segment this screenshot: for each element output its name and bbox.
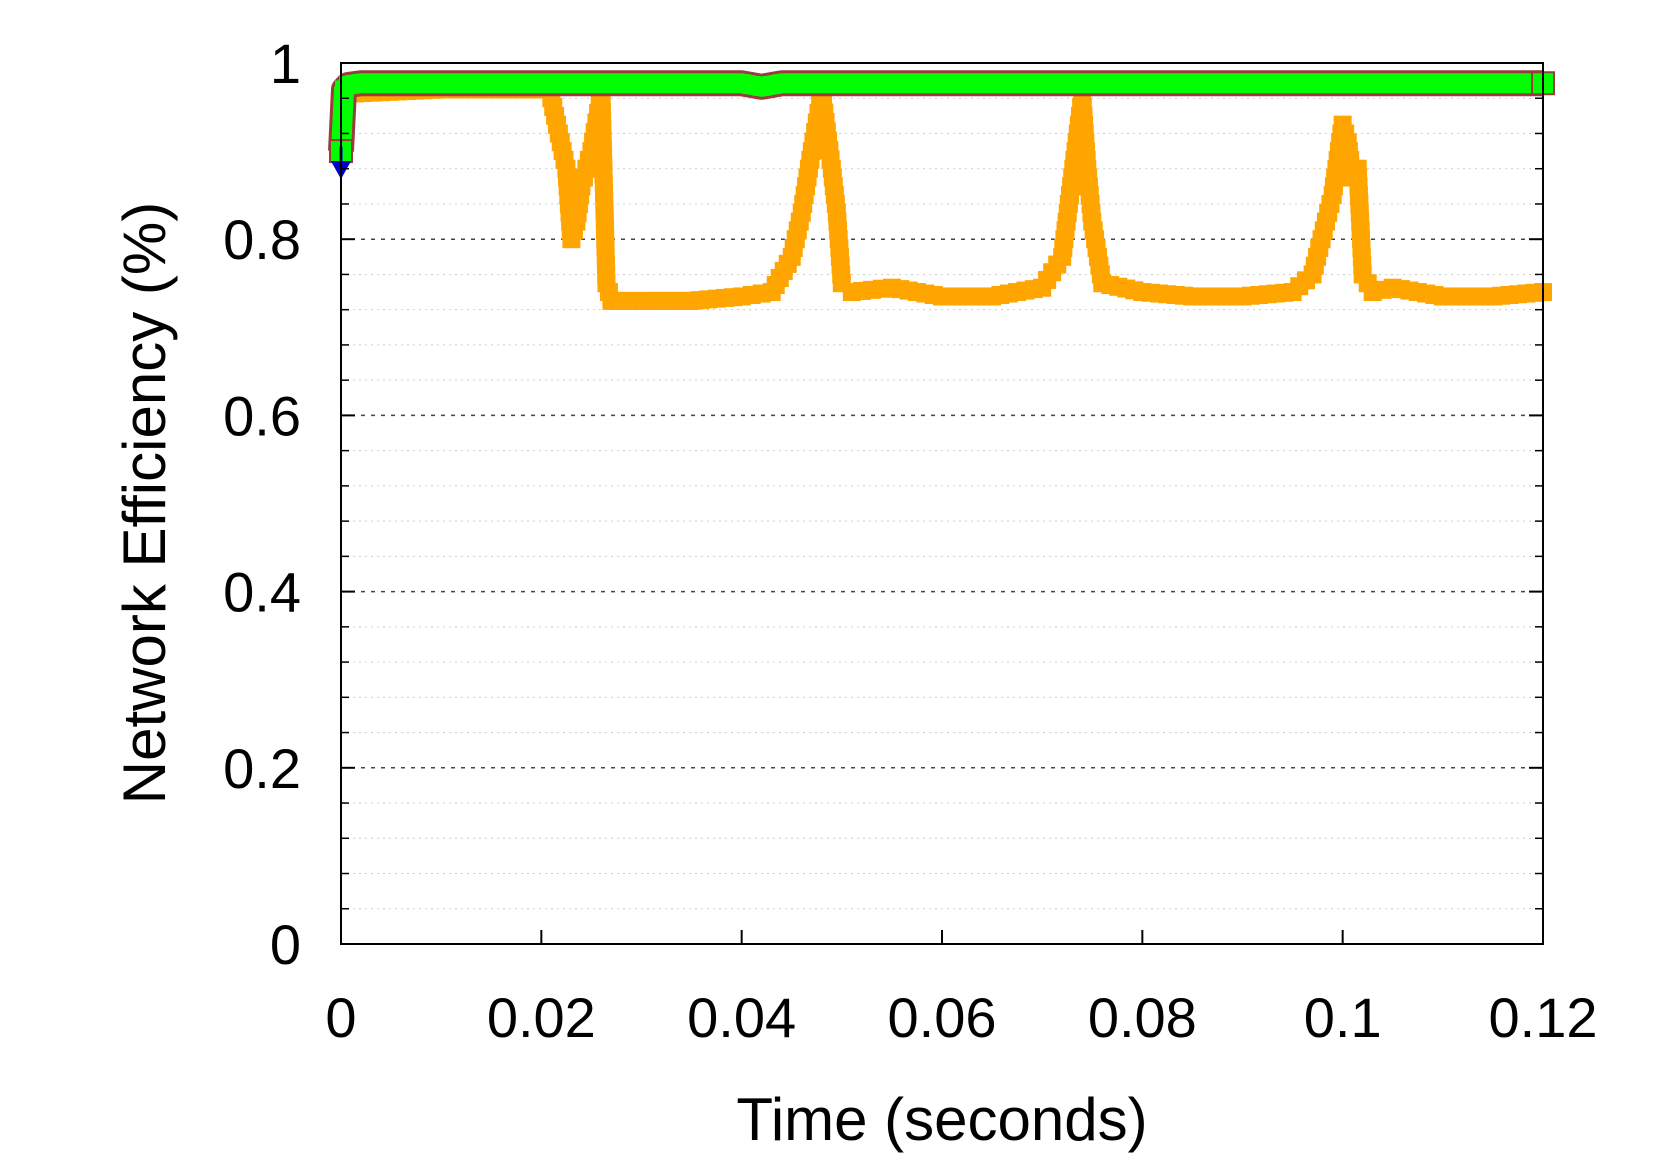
y-tick-label: 0 bbox=[270, 913, 301, 976]
y-tick-label: 0.4 bbox=[223, 561, 301, 624]
grid-lines bbox=[341, 97, 1543, 910]
series-1 bbox=[328, 70, 1555, 164]
y-axis-label: Network Efficiency (%) bbox=[111, 202, 178, 804]
x-axis-label: Time (seconds) bbox=[736, 1086, 1147, 1153]
series-outline bbox=[328, 70, 1543, 152]
axis-ticks: 0 0.2 0.4 0.6 0.8 1 0 0.02 0.04 0.06 0.08 0.1 0.12 bbox=[223, 32, 1597, 1049]
x-tick-label: 0.04 bbox=[687, 986, 796, 1049]
x-tick-label: 0.02 bbox=[487, 986, 596, 1049]
x-tick-label: 0.08 bbox=[1088, 986, 1197, 1049]
x-tick-label: 0 bbox=[325, 986, 356, 1049]
x-tick-label: 0.1 bbox=[1304, 986, 1382, 1049]
x-tick-label: 0.12 bbox=[1489, 986, 1598, 1049]
y-tick-label: 1 bbox=[270, 32, 301, 95]
y-tick-label: 0.8 bbox=[223, 208, 301, 271]
y-tick-label: 0.2 bbox=[223, 737, 301, 800]
series-0 bbox=[332, 80, 1552, 310]
y-tick-label: 0.6 bbox=[223, 384, 301, 447]
x-tick-label: 0.06 bbox=[888, 986, 997, 1049]
series-layer bbox=[328, 70, 1555, 310]
